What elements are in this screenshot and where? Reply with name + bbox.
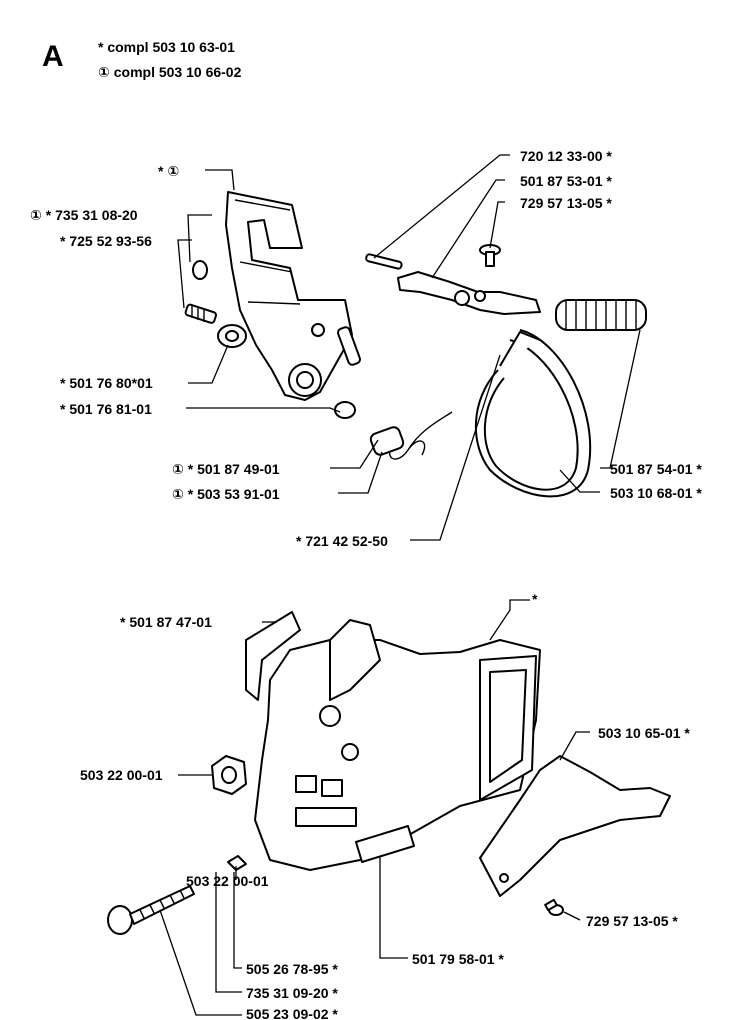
label-501-79-58-01: 501 79 58-01 *: [412, 951, 504, 967]
pad-501-79-58-icon: [355, 825, 415, 863]
label-505-23-09-02: 505 23 09-02 *: [246, 1006, 338, 1020]
svg-text:A: A: [42, 40, 64, 73]
label-503-10-68-01: 503 10 68-01 *: [610, 485, 702, 501]
bolt-505-23-09-02-icon: [107, 885, 195, 935]
leader-lines: [159, 154, 641, 1016]
spring-501-87-49-icon: [369, 411, 453, 460]
label-housing-compl: *: [532, 591, 538, 607]
screw-735-31-08-20-icon: [184, 303, 217, 324]
label-501-76-80-01: * 501 76 80*01: [60, 375, 153, 391]
chain-brake-handle: [225, 191, 353, 401]
label-725-52-93-56: * 725 52 93-56: [60, 233, 152, 249]
label-735-31-08-20: ① * 735 31 08-20: [30, 207, 138, 223]
label-721-42-52-50: * 721 42 52-50: [296, 533, 388, 549]
spring-501-87-54-icon: [555, 299, 647, 331]
section-letter-a-icon: A: [42, 40, 64, 73]
label-503-22-00-01-washer: 503 22 00-01: [186, 873, 269, 889]
label-501-87-54-01: 501 87 54-01 *: [610, 461, 702, 477]
header-note-compl-1: * compl 503 10 63-01: [98, 39, 235, 55]
label-503-53-91-01: ① * 503 53 91-01: [172, 486, 280, 502]
header-note-compl-2: ① compl 503 10 66-02: [98, 64, 242, 80]
label-729-57-13-05-lower: 729 57 13-05 *: [586, 913, 678, 929]
nut-501-76-80-icon: [217, 324, 247, 348]
label-501-87-47-01: * 501 87 47-01: [120, 614, 212, 630]
label-501-87-53-01: 501 87 53-01 *: [520, 173, 612, 189]
label-503-10-65-01: 503 10 65-01 *: [598, 725, 690, 741]
screw-729-57-13-05-icon: [479, 244, 501, 267]
label-501-87-49-01: ① * 501 87 49-01: [172, 461, 280, 477]
washer-503-22-00-01-icon: [227, 855, 247, 871]
label-720-12-33-00: 720 12 33-00 *: [520, 148, 612, 164]
brake-lever-501-87-53-icon: [397, 271, 541, 315]
label-501-76-81-01: * 501 76 81-01: [60, 401, 152, 417]
label-505-26-78-95: 505 26 78-95 *: [246, 961, 338, 977]
label-735-31-09-20: 735 31 09-20 *: [246, 985, 338, 1001]
nut-503-22-00-01-icon: [211, 755, 247, 795]
washer-725-52-93-56-icon: [192, 260, 208, 280]
cover-plate-503-10-65-icon: [479, 755, 671, 897]
clip-501-87-47-icon: [245, 611, 301, 701]
screw-729-57-13-05-lower-icon: [544, 898, 564, 916]
chain-brake-housing: [254, 619, 541, 871]
label-handle-compl: * ①: [158, 163, 179, 179]
brake-band-503-10-68-icon: [474, 329, 592, 498]
label-729-57-13-05-upper: 729 57 13-05 *: [520, 195, 612, 211]
label-503-22-00-01-nut: 503 22 00-01: [80, 767, 163, 783]
rivet-720-12-33-00-icon: [365, 253, 403, 270]
